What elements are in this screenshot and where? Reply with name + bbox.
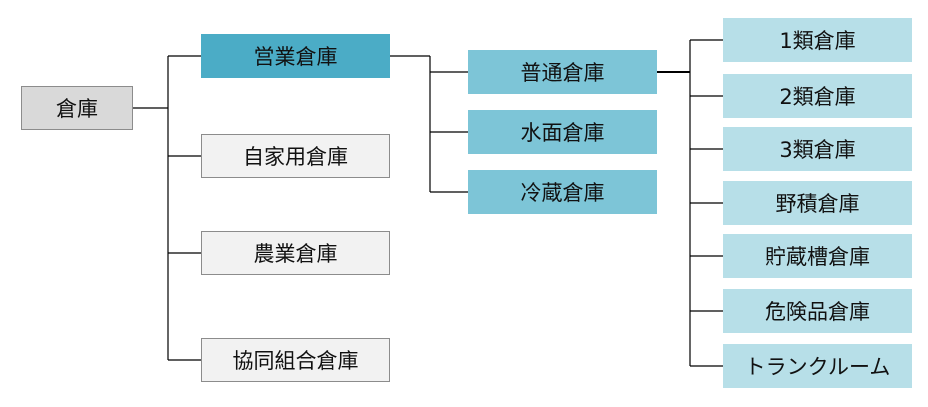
node-label: 3類倉庫 [779,138,856,162]
node-label: 営業倉庫 [253,45,338,69]
node-label: 協同組合倉庫 [232,349,359,373]
node-private-warehouse: 自家用倉庫 [201,134,390,178]
node-silo-warehouse: 貯蔵槽倉庫 [723,234,912,278]
node-open-yard-warehouse: 野積倉庫 [723,181,912,225]
node-label: 野積倉庫 [775,192,860,216]
node-label: 農業倉庫 [253,242,338,266]
node-cooperative-warehouse: 協同組合倉庫 [201,338,390,382]
node-agricultural-warehouse: 農業倉庫 [201,231,390,275]
node-class3-warehouse: 3類倉庫 [723,127,912,171]
node-label: トランクルーム [744,355,891,379]
node-root: 倉庫 [21,86,133,130]
node-label: 自家用倉庫 [243,145,348,169]
node-cold-storage-warehouse: 冷蔵倉庫 [468,170,657,214]
node-business-warehouse: 営業倉庫 [201,34,390,78]
node-root-label: 倉庫 [56,97,98,121]
node-trunk-room: トランクルーム [723,344,912,388]
node-label: 冷蔵倉庫 [520,181,605,205]
node-label: 水面倉庫 [520,121,605,145]
node-label: 貯蔵槽倉庫 [765,245,870,269]
node-ordinary-warehouse: 普通倉庫 [468,50,657,94]
node-label: 普通倉庫 [520,61,605,85]
node-label: 1類倉庫 [779,29,856,53]
node-hazardous-warehouse: 危険品倉庫 [723,289,912,333]
node-class1-warehouse: 1類倉庫 [723,18,912,62]
node-label: 危険品倉庫 [765,300,870,324]
node-water-surface-warehouse: 水面倉庫 [468,110,657,154]
node-label: 2類倉庫 [779,85,856,109]
node-class2-warehouse: 2類倉庫 [723,74,912,118]
